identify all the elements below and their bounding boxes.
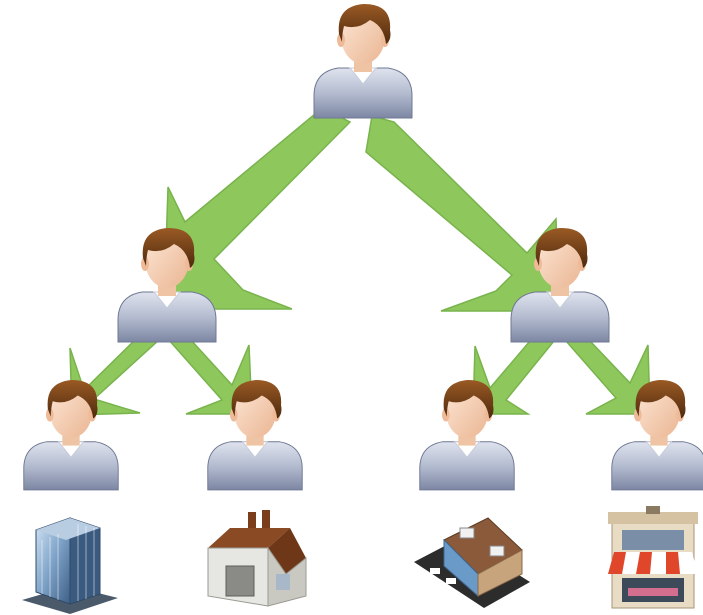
- person-staff-1-icon: [23, 379, 119, 491]
- arrow-right-manager-to-staff-3: [472, 340, 556, 415]
- warehouse-icon: [414, 517, 530, 608]
- factory-icon: [207, 510, 307, 607]
- arrow-root-to-right-manager: [365, 115, 560, 312]
- connector-arrows: [69, 113, 651, 416]
- person-root-icon: [313, 3, 413, 119]
- arrow-root-to-left-manager: [163, 113, 352, 310]
- arrow-right-manager-to-staff-4: [564, 340, 651, 415]
- people: [23, 3, 703, 491]
- office-building-icon: [22, 517, 118, 614]
- arrow-left-manager-to-staff-2: [166, 338, 253, 415]
- shop-icon: [608, 506, 698, 609]
